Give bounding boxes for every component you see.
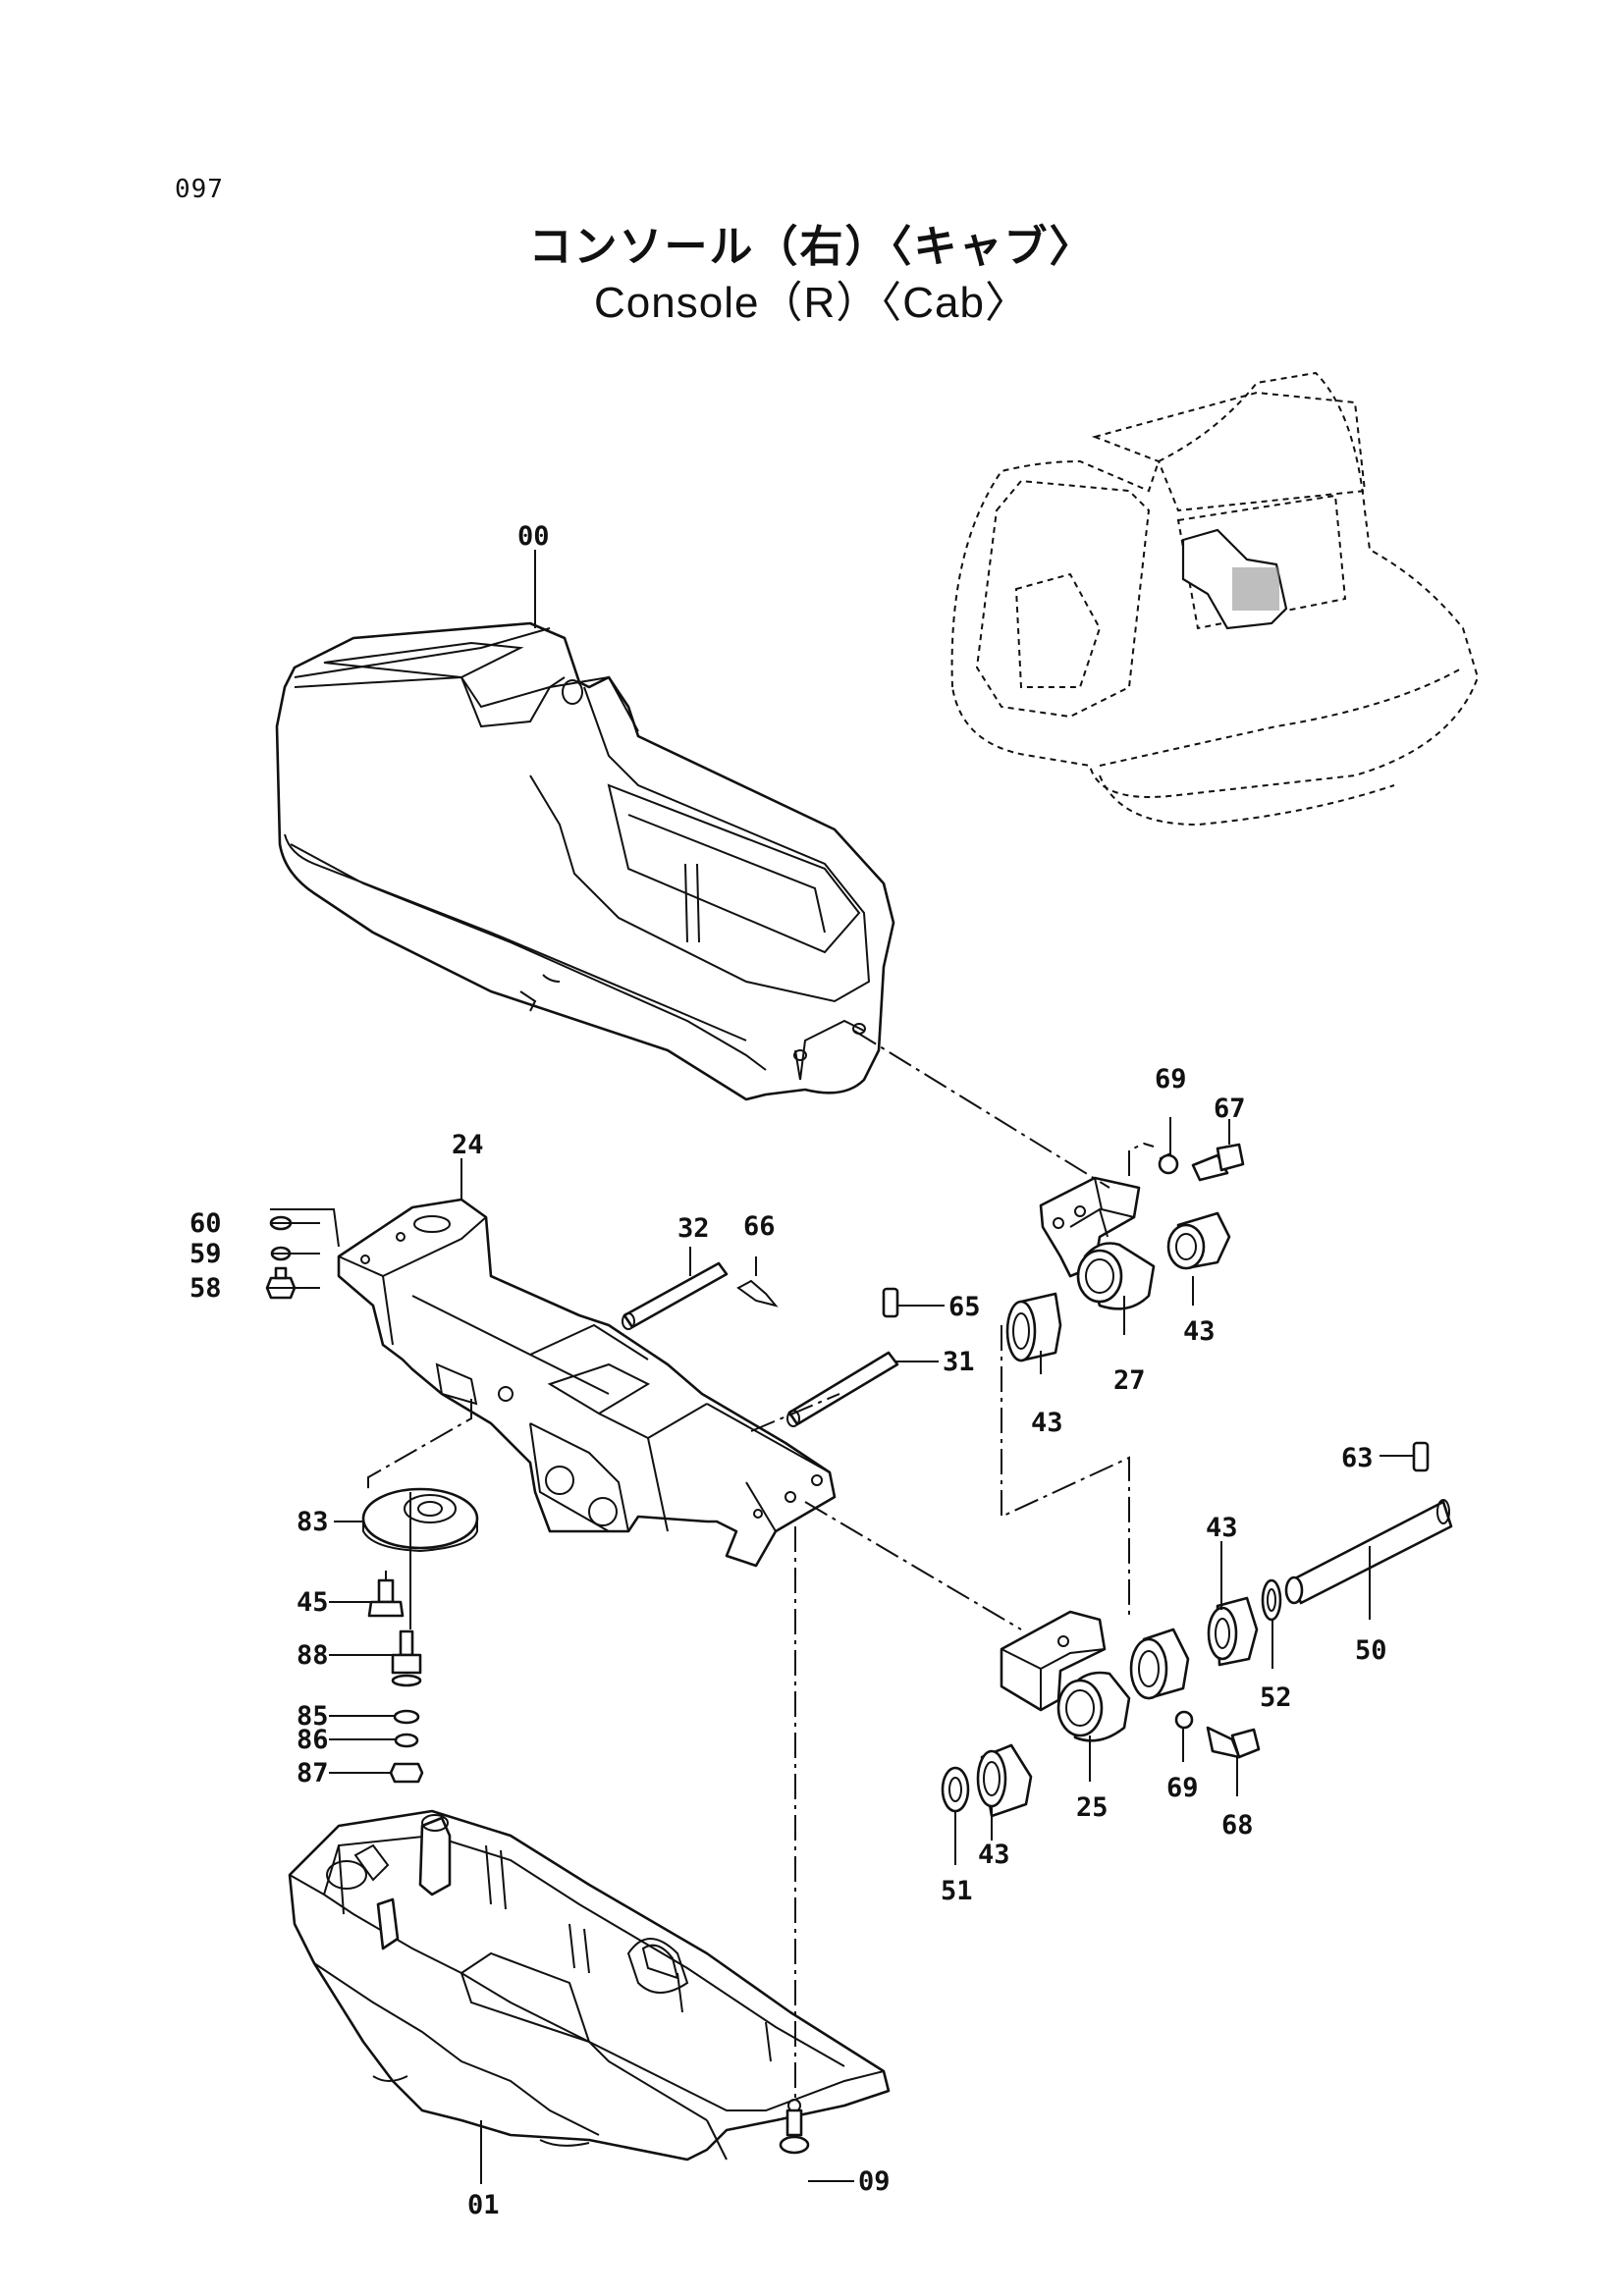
part-label-50: 50 bbox=[1355, 1635, 1387, 1666]
part-label-43-upper-left: 43 bbox=[1031, 1408, 1063, 1438]
part-label-69-lower: 69 bbox=[1166, 1773, 1199, 1803]
part-label-59: 59 bbox=[189, 1239, 222, 1269]
part-label-58: 58 bbox=[189, 1273, 222, 1304]
part-label-09: 09 bbox=[858, 2166, 891, 2197]
console-cover bbox=[275, 621, 895, 1101]
cab-locator-sketch bbox=[950, 371, 1480, 827]
part-label-43-lower: 43 bbox=[978, 1840, 1010, 1870]
part-label-83: 83 bbox=[297, 1507, 329, 1537]
page-title-english: Console（R）〈Cab〉 bbox=[594, 279, 1029, 327]
part-label-32: 32 bbox=[677, 1213, 710, 1244]
part-label-88: 88 bbox=[297, 1640, 329, 1671]
lower-cover bbox=[288, 1809, 891, 2162]
part-label-51: 51 bbox=[941, 1876, 973, 1906]
part-label-69-upper: 69 bbox=[1155, 1064, 1187, 1095]
part-label-01: 01 bbox=[467, 2190, 500, 2220]
part-label-52: 52 bbox=[1260, 1682, 1292, 1713]
pivot-bracket-lower bbox=[941, 1441, 1453, 1818]
part-label-25: 25 bbox=[1076, 1792, 1109, 1823]
part-label-86: 86 bbox=[297, 1725, 329, 1755]
page-number: 097 bbox=[175, 175, 224, 204]
part-label-43-upper-right: 43 bbox=[1183, 1316, 1216, 1347]
part-label-60: 60 bbox=[189, 1208, 222, 1239]
part-label-68: 68 bbox=[1221, 1810, 1254, 1841]
page-title-japanese: コンソール（右）〈キャブ〉 bbox=[528, 222, 1095, 272]
part-label-63: 63 bbox=[1341, 1443, 1374, 1473]
part-label-00: 00 bbox=[517, 521, 550, 552]
part-label-24: 24 bbox=[452, 1130, 484, 1160]
part-label-65: 65 bbox=[948, 1292, 981, 1322]
console-frame-bracket bbox=[337, 1198, 837, 1568]
part-label-87: 87 bbox=[297, 1758, 329, 1789]
part-label-45: 45 bbox=[297, 1587, 329, 1618]
part-label-67: 67 bbox=[1214, 1094, 1246, 1124]
pivot-bracket-upper bbox=[1005, 1143, 1245, 1362]
pins-and-clips bbox=[622, 1261, 899, 1427]
callout-leaders bbox=[267, 550, 1414, 2184]
part-label-27: 27 bbox=[1113, 1365, 1146, 1396]
part-label-66: 66 bbox=[743, 1211, 776, 1242]
part-label-43-middle: 43 bbox=[1206, 1513, 1238, 1543]
assembly-leader-lines bbox=[270, 1030, 1155, 2101]
part-labels: 00 24 32 66 65 31 69 67 43 27 43 63 43 5… bbox=[189, 521, 1387, 2220]
part-label-31: 31 bbox=[943, 1347, 975, 1377]
part-label-85: 85 bbox=[297, 1701, 329, 1732]
